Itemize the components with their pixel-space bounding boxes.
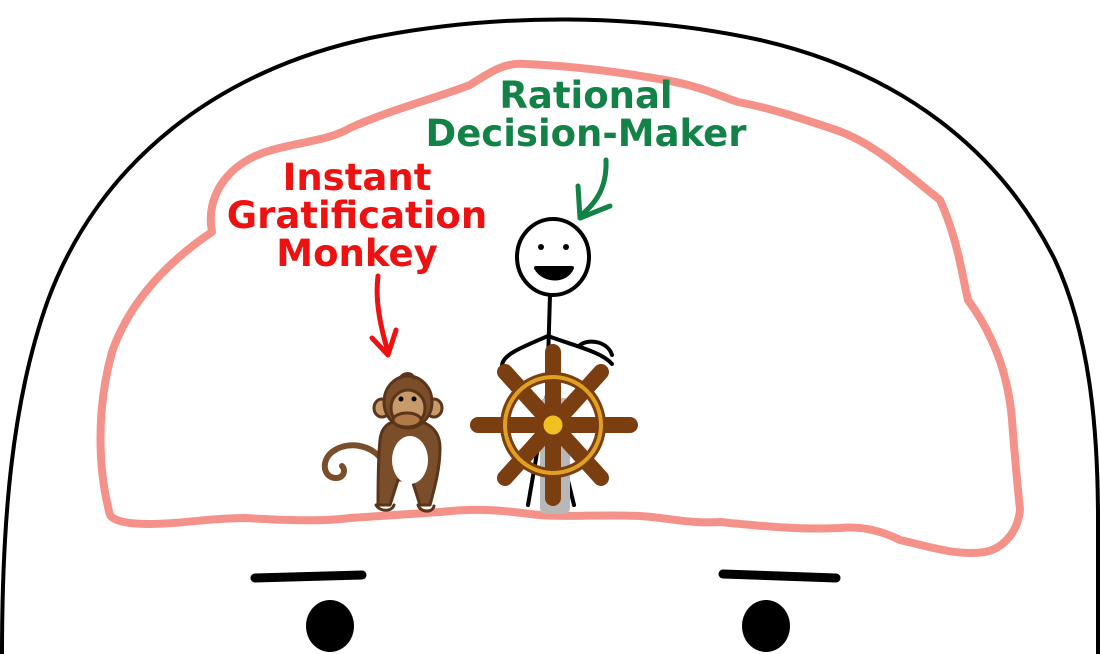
monkey-label-line-2: Gratification <box>227 194 487 237</box>
monkey-label: Instant Gratification Monkey <box>227 156 487 275</box>
decision-maker-label: Rational Decision-Maker <box>426 74 748 155</box>
stick-figure-eye-left <box>538 244 544 250</box>
monkey-figure <box>321 372 444 513</box>
stick-figure-head <box>515 217 591 297</box>
stick-figure-hand-right <box>578 339 614 357</box>
right-eyebrow <box>718 569 841 583</box>
monkey-tuft <box>398 372 416 380</box>
monkey-label-line-3: Monkey <box>276 232 437 275</box>
monkey-feet <box>374 503 436 513</box>
stick-figure-arm-right <box>546 334 614 366</box>
left-eyebrow <box>250 570 367 583</box>
monkey-arrow <box>369 273 399 358</box>
stick-figure <box>500 217 614 507</box>
monkey-eye-left <box>398 396 404 402</box>
monkey-eye-right <box>411 396 417 402</box>
stick-figure-arm-left <box>500 334 550 368</box>
decision-label-line-1: Rational <box>499 74 672 117</box>
monkey-label-line-1: Instant <box>283 156 432 199</box>
right-eye <box>742 600 790 652</box>
monkey-muzzle <box>391 411 423 429</box>
monkey-tail <box>321 442 385 481</box>
stick-figure-eye-right <box>563 244 569 250</box>
brain-outline <box>96 59 1024 558</box>
head-outline <box>0 17 1100 654</box>
ship-wheel <box>470 344 638 514</box>
monkey-belly <box>392 436 428 484</box>
left-eye <box>306 600 354 652</box>
decision-label-line-2: Decision-Maker <box>426 112 748 155</box>
decision-maker-arrow <box>575 157 613 221</box>
wheel-hub <box>540 412 566 438</box>
wheel-ring-inner <box>503 375 603 475</box>
stick-figure-mouth <box>534 266 574 281</box>
